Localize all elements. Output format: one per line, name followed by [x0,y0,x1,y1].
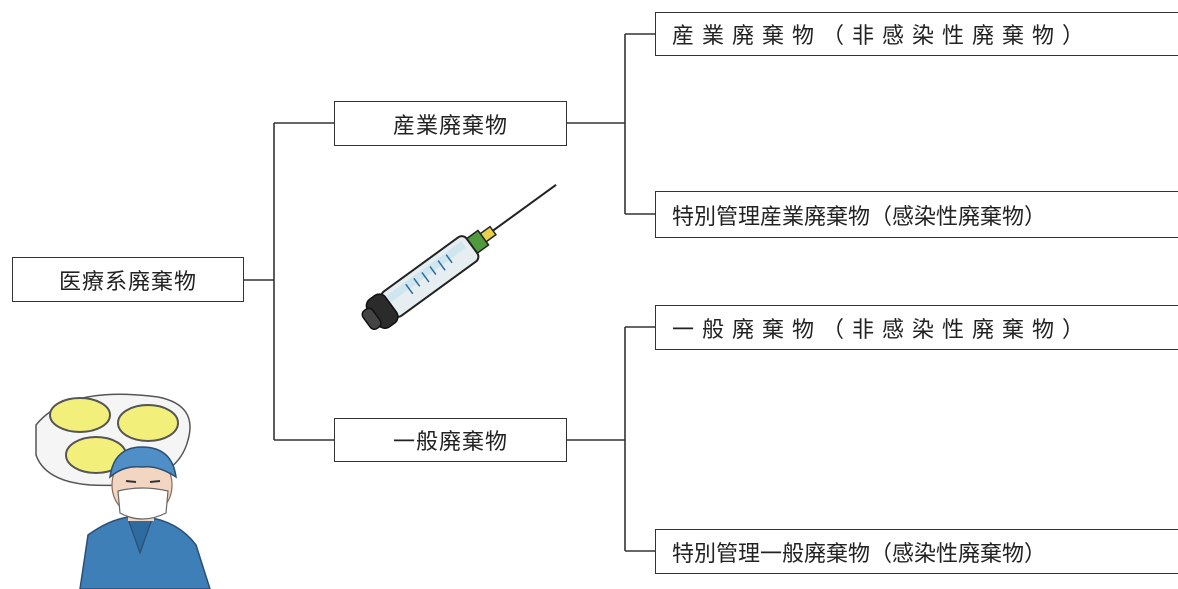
node-general-noninfectious: 一般廃棄物（非感染性廃棄物） [655,305,1178,350]
node-industrial-noninfectious-label: 産業廃棄物（非感染性廃棄物） [672,18,1092,50]
node-general-noninfectious-label: 一般廃棄物（非感染性廃棄物） [672,312,1092,344]
node-industrial-waste: 産業廃棄物 [334,101,567,146]
node-root: 医療系廃棄物 [12,257,244,302]
node-general-waste: 一般廃棄物 [334,418,567,462]
node-general-waste-label: 一般廃棄物 [393,424,508,456]
surgeon-illustration [28,385,228,589]
node-special-industrial-infectious: 特別管理産業廃棄物（感染性廃棄物） [655,191,1178,238]
node-root-label: 医療系廃棄物 [59,264,197,296]
node-special-industrial-infectious-label: 特別管理産業廃棄物（感染性廃棄物） [672,199,1046,231]
node-industrial-noninfectious: 産業廃棄物（非感染性廃棄物） [655,12,1178,56]
node-industrial-waste-label: 産業廃棄物 [393,108,508,140]
node-special-general-infectious-label: 特別管理一般廃棄物（感染性廃棄物） [672,536,1046,568]
syringe-icon [340,180,560,340]
node-special-general-infectious: 特別管理一般廃棄物（感染性廃棄物） [655,529,1178,574]
